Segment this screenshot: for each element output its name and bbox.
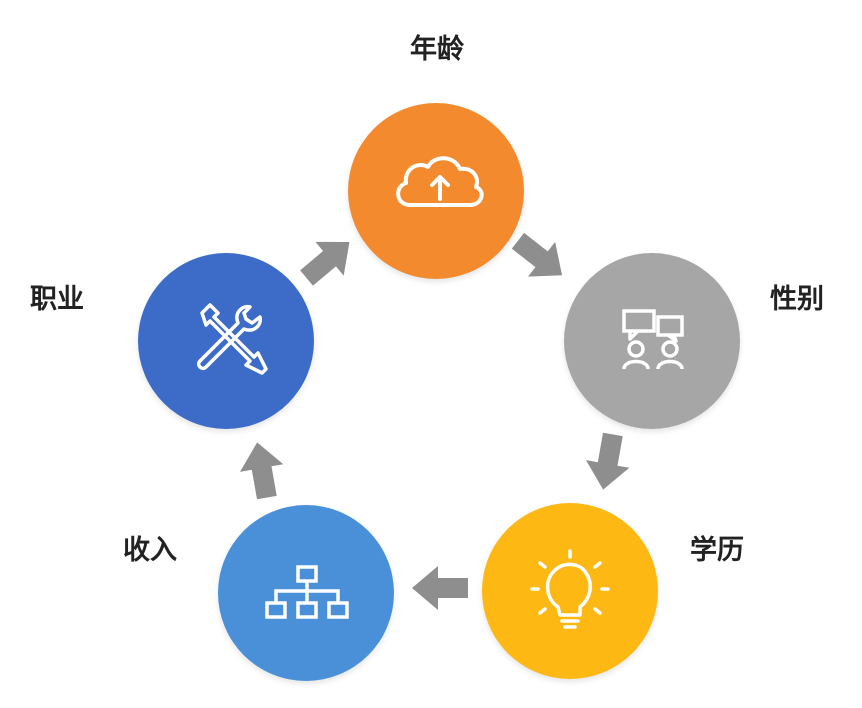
node-gender xyxy=(564,253,740,429)
node-label-education: 学历 xyxy=(690,535,744,566)
node-occupation xyxy=(138,253,314,429)
arrow-age-to-gender xyxy=(504,223,575,292)
arrow-income-to-occupation xyxy=(235,439,288,502)
arrow-education-to-income xyxy=(412,566,468,610)
node-label-income: 收入 xyxy=(123,535,177,566)
arrow-gender-to-education xyxy=(581,431,634,494)
arrow-occupation-to-age xyxy=(292,225,363,295)
node-label-occupation: 职业 xyxy=(30,284,84,315)
hierarchy-icon xyxy=(265,565,349,619)
node-label-gender: 性别 xyxy=(770,284,824,315)
tools-icon xyxy=(196,303,268,375)
node-income xyxy=(218,505,394,681)
people-chat-icon xyxy=(622,309,684,370)
node-education xyxy=(482,503,658,679)
lightbulb-icon xyxy=(530,549,610,629)
node-label-age: 年龄 xyxy=(410,34,464,65)
cloud-upload-icon xyxy=(396,156,484,207)
node-age xyxy=(348,103,524,279)
